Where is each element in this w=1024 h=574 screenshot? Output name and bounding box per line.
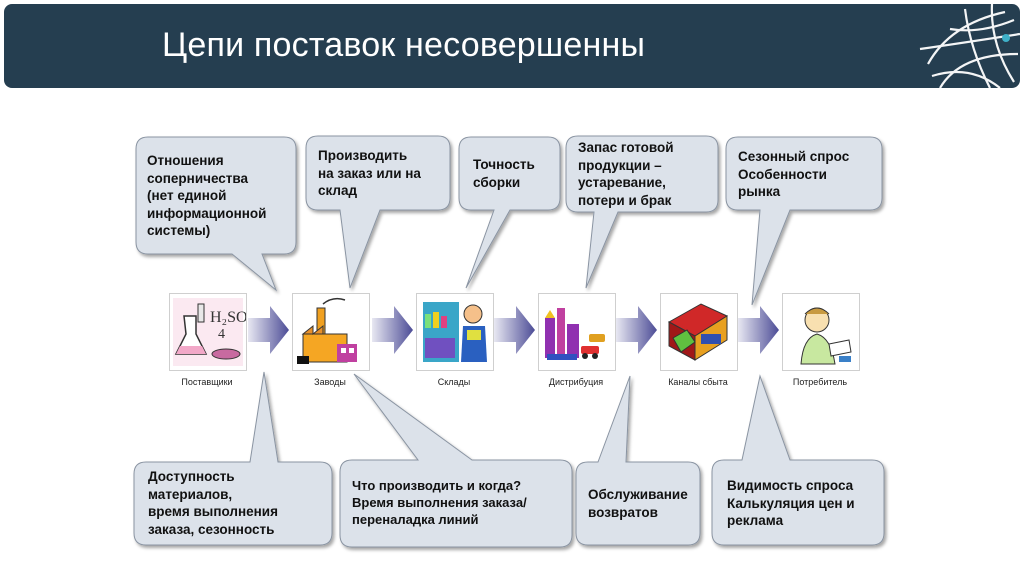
callout-bottom-2-shape <box>339 373 573 548</box>
flow-arrows <box>248 306 779 354</box>
svg-text:H₂SO: H₂SO <box>210 309 246 326</box>
factory-icon <box>296 297 366 366</box>
svg-text:4: 4 <box>218 327 225 342</box>
callout-bottom-3-shape <box>575 375 701 546</box>
callout-bottom-4-shape <box>711 374 885 546</box>
callout-bottom-4-text: Видимость спроса Калькуляция цен и рекла… <box>727 478 855 528</box>
stage-label-warehouses: Склады <box>437 377 471 387</box>
callout-top-2-shape <box>305 135 451 289</box>
consumer-icon <box>786 298 856 366</box>
callout-top-2-text: Производить на заказ или на склад <box>318 148 421 198</box>
stage-label-sales-channels: Каналы сбыта <box>668 377 728 387</box>
stage-warehouses <box>416 293 494 371</box>
flow-arrow-1 <box>248 306 289 354</box>
warehouse-worker-icon <box>420 298 490 366</box>
stage-label-factories: Заводы <box>314 377 346 387</box>
stage-consumer <box>782 293 860 371</box>
flow-arrow-2 <box>372 306 413 354</box>
stage-suppliers: H₂SO 4 <box>169 293 247 371</box>
callout-top-4-text: Запас готовой продукции – устаревание, п… <box>578 140 674 208</box>
callout-top-3-shape <box>458 136 561 289</box>
distribution-trucks-icon <box>542 298 612 366</box>
network-globe-icon <box>919 4 1020 88</box>
callout-bottom-3-text: Обслуживание возвратов <box>588 487 688 520</box>
callout-top-5-text: Сезонный спрос Особенности рынка <box>738 149 850 199</box>
title-bar: Цепи поставок несовершенны <box>4 4 1020 88</box>
callout-top-5-shape <box>725 136 883 306</box>
callout-top-3-text: Точность сборки <box>473 157 535 190</box>
callout-top-4-shape <box>565 135 719 289</box>
callout-bottom-1-text: Доступность материалов, время выполнения… <box>148 469 278 537</box>
callout-top-1-shape <box>135 136 297 292</box>
stage-distribution <box>538 293 616 371</box>
callout-bottom-2-text: Что производить и когда? Время выполнени… <box>352 478 527 527</box>
chemistry-lab-icon: H₂SO 4 <box>173 298 246 366</box>
slide-title: Цепи поставок несовершенны <box>162 26 646 64</box>
flow-arrow-4 <box>616 306 657 354</box>
flow-arrow-3 <box>494 306 535 354</box>
stage-label-suppliers: Поставщики <box>181 377 233 387</box>
stage-label-distribution: Дистрибуция <box>548 377 604 387</box>
flow-arrow-5 <box>738 306 779 354</box>
stage-label-consumer: Потребитель <box>792 377 848 387</box>
stage-sales-channels <box>660 293 738 371</box>
callout-bottom-1-shape <box>133 371 333 546</box>
cash-register-icon <box>664 298 734 366</box>
stage-factories <box>292 293 370 371</box>
callout-top-1-text: Отношения соперничества (нет единой инфо… <box>147 153 267 238</box>
